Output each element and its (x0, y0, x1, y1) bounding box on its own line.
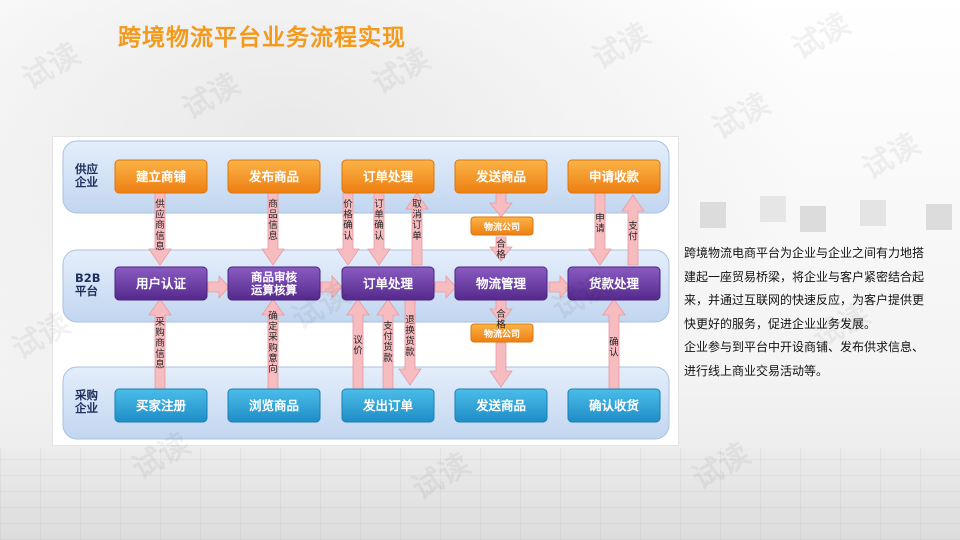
label-negotiate: 议价 (353, 335, 363, 357)
arrow-confirm-receipt (602, 298, 626, 390)
node-ship-supply (454, 159, 548, 194)
logistics-company-top (470, 216, 534, 236)
label-purchase-info: 采购商信息 (155, 317, 165, 370)
arrow-cancel-order (405, 192, 429, 266)
decor-tiles (690, 196, 960, 236)
arrow-pay-goods (376, 298, 400, 390)
logistics-company-top-label: 物流公司 (484, 221, 520, 233)
node-order-supply (341, 159, 435, 194)
node-confirm (567, 388, 661, 423)
page-title: 跨境物流平台业务流程实现 (118, 25, 406, 51)
node-order-b2b (341, 266, 435, 301)
description-paragraph-2: 企业参与到平台中开设商铺、发布供求信息、进行线上商业交易活动等。 (684, 340, 925, 378)
arrow-negotiate (346, 298, 370, 390)
arrow-mgmt-to-logistics (489, 298, 513, 324)
logistics-company-bottom (470, 323, 534, 343)
lane-label-supply: 供应企业 (74, 162, 98, 189)
node-review-label: 商品审核运算核算 (251, 270, 297, 297)
label-cooperate-bottom: 合格 (496, 308, 506, 331)
node-auth-label: 用户认证 (135, 276, 187, 291)
lane-label-buyer: 采购企业 (74, 388, 98, 415)
node-ship-buyer (454, 388, 548, 423)
node-payment (567, 266, 661, 301)
arrow-logistics-to-mgmt (489, 236, 513, 262)
node-order-b2b-label: 订单处理 (363, 276, 414, 291)
node-review (227, 266, 321, 301)
node-publish (227, 159, 321, 194)
node-auth (114, 266, 208, 301)
label-confirm-intent: 确定采购意向 (268, 310, 278, 375)
arrow-confirm-intent (261, 298, 285, 390)
node-shop (114, 159, 208, 194)
arrow-ship-to-logistics (489, 192, 513, 218)
node-publish-label: 发布商品 (248, 169, 299, 184)
node-shop-label: 建立商铺 (136, 169, 187, 184)
arrow-pay (621, 194, 645, 266)
node-payment-label: 货款处理 (589, 276, 640, 291)
node-logistics-mgmt-label: 物流管理 (476, 276, 527, 291)
node-apply-payment-label: 申请收款 (589, 169, 640, 184)
arrow-logistics-to-ship (489, 342, 513, 388)
node-register-label: 买家注册 (136, 398, 187, 413)
node-ship-buyer-label: 发送商品 (475, 398, 526, 413)
description: 跨境物流电商平台为企业与企业之间有力地搭建起一座贸易桥梁，将企业与客户紧密结合起… (684, 242, 934, 383)
arrow-purchase-info (148, 298, 172, 390)
label-order-confirm: 订单确认 (374, 199, 384, 242)
description-paragraph-1: 跨境物流电商平台为企业与企业之间有力地搭建起一座贸易桥梁，将企业与客户紧密结合起… (684, 246, 925, 331)
label-product-info: 商品信息 (268, 198, 278, 242)
label-cooperate-top: 合格 (496, 238, 506, 261)
label-supply-info: 供应商信息 (155, 198, 165, 252)
arrow-refund (398, 298, 422, 386)
node-place-order (341, 388, 435, 423)
arrow-price-confirm (336, 192, 360, 266)
arrow-supply-info (148, 192, 172, 266)
logistics-company-bottom-label: 物流公司 (484, 328, 520, 340)
arrow-product-info (261, 192, 285, 266)
node-order-supply-label: 订单处理 (363, 169, 414, 184)
floor-grid (0, 448, 960, 540)
label-pay-goods: 支付货款 (383, 320, 393, 364)
label-price-confirm: 价格确认 (343, 199, 353, 242)
node-browse (227, 388, 321, 423)
node-ship-supply-label: 发送商品 (475, 169, 526, 184)
label-pay: 支付 (628, 220, 638, 243)
node-logistics-mgmt (454, 266, 548, 301)
label-refund: 退换货款 (405, 315, 415, 358)
arrow-logistics-payment (548, 274, 571, 300)
node-apply-payment (567, 159, 661, 194)
arrow-auth-review (207, 274, 230, 300)
node-register (114, 388, 208, 423)
node-confirm-label: 确认收货 (589, 398, 640, 413)
label-apply: 申请 (595, 212, 605, 235)
label-confirm-receipt: 确认 (609, 336, 619, 359)
arrow-order-logistics (434, 274, 457, 300)
arrow-order-confirm (367, 192, 391, 266)
arrow-apply (588, 192, 612, 266)
label-cancel-order: 取消订单 (412, 199, 422, 242)
arrow-review-order (320, 274, 343, 300)
node-place-order-label: 发出订单 (362, 398, 414, 413)
node-browse-label: 浏览商品 (249, 398, 299, 413)
